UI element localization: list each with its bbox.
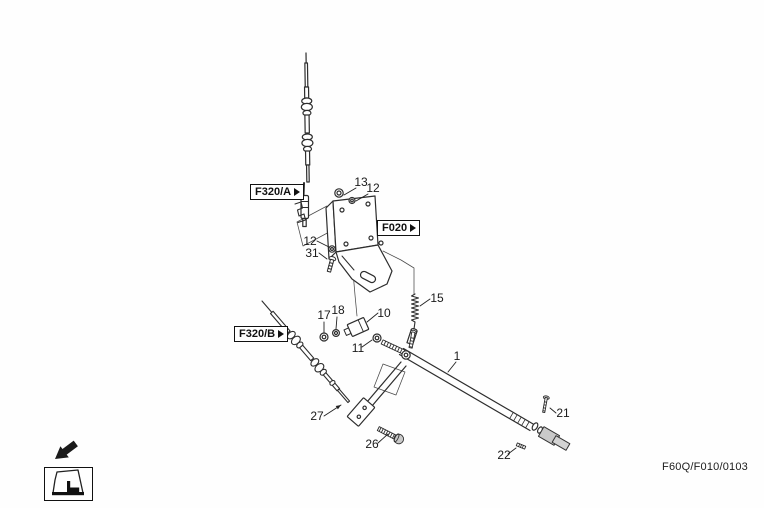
- cab-icon: [52, 469, 84, 496]
- direction-arrow-icon: [55, 440, 78, 459]
- ref-label-f020: F020: [382, 222, 408, 234]
- callout-12-top[interactable]: 12: [366, 181, 380, 195]
- pivot-joint: [401, 350, 411, 360]
- ref-label-f320a: F320/A: [255, 186, 292, 198]
- lever-link: [366, 361, 407, 407]
- spring-hanger-line: [382, 250, 415, 295]
- bracket-f020: [325, 195, 393, 293]
- cab-legend-button[interactable]: [44, 467, 93, 501]
- nut-13: [334, 188, 344, 198]
- callout-22[interactable]: 22: [497, 448, 511, 462]
- callout-labels: 13 12 12 31 15 17 18 10 11 1 27 26 21 22: [303, 175, 570, 462]
- pivot-bolt: [408, 329, 417, 349]
- ref-label-f320b: F320/B: [239, 328, 276, 340]
- threaded-rod: [380, 339, 406, 355]
- washer-12-top: [348, 196, 356, 205]
- cable-clamp: [294, 201, 307, 224]
- f320a-cable: [300, 52, 314, 183]
- callout-18[interactable]: 18: [331, 303, 345, 317]
- callout-1[interactable]: 1: [454, 349, 461, 363]
- callout-12-left[interactable]: 12: [303, 234, 317, 248]
- rod-1: [398, 347, 535, 432]
- trunnion-10: [343, 317, 370, 337]
- washer-18: [332, 329, 341, 338]
- callout-10[interactable]: 10: [377, 306, 391, 320]
- doc-code: F60Q/F010/0103: [662, 461, 748, 473]
- cab-floor-bar: [52, 492, 84, 496]
- bolt-26: [376, 426, 405, 445]
- pin-22: [515, 442, 527, 450]
- f320b-cable: [261, 300, 351, 404]
- washer-12-left: [328, 245, 336, 253]
- callout-31[interactable]: 31: [305, 246, 319, 260]
- rod-end-clevis: [537, 426, 571, 451]
- washer-17: [319, 332, 329, 342]
- seat-icon: [67, 481, 80, 492]
- rod-end-joint: [531, 422, 544, 434]
- callout-11[interactable]: 11: [352, 341, 365, 355]
- arrow-right-icon: [410, 224, 417, 232]
- callout-27[interactable]: 27: [310, 409, 324, 423]
- callout-17[interactable]: 17: [317, 308, 331, 322]
- arrow-right-icon: [278, 330, 285, 338]
- callout-15[interactable]: 15: [430, 291, 444, 305]
- screw-21: [542, 395, 550, 414]
- leader-lines: [316, 187, 557, 455]
- washer-11: [372, 333, 382, 343]
- spring-15: [410, 293, 420, 330]
- cable-clamp-27: [346, 397, 376, 427]
- ref-link-f320b[interactable]: F320/B: [234, 326, 289, 342]
- ref-link-f320a[interactable]: F320/A: [250, 184, 305, 200]
- callout-13[interactable]: 13: [354, 175, 368, 189]
- callout-26[interactable]: 26: [365, 437, 379, 451]
- bolt-31: [326, 256, 337, 273]
- arrow-right-icon: [294, 188, 301, 196]
- ghost-lever-plate: [373, 363, 406, 396]
- callout-21[interactable]: 21: [556, 406, 570, 420]
- ref-link-f020[interactable]: F020: [377, 220, 421, 236]
